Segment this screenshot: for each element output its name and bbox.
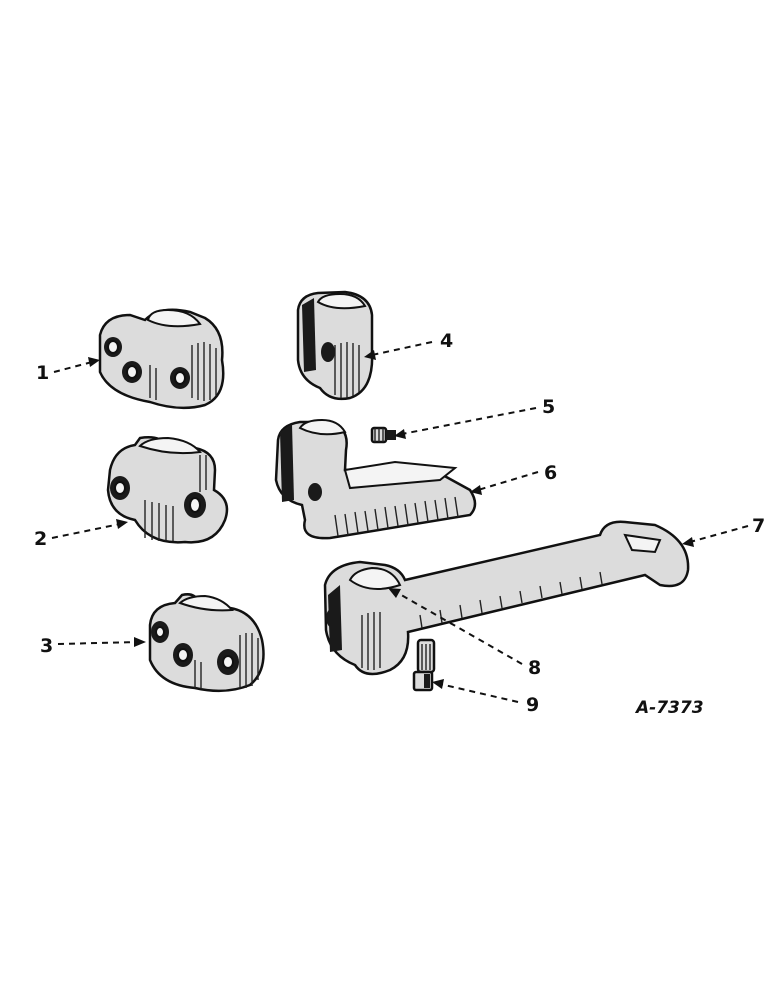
part-2-clamp [106,436,229,544]
leader-line-5 [394,407,537,439]
callout-6: 6 [544,462,557,484]
leader-line-9 [432,679,519,703]
leader-line-6 [470,471,539,495]
leader-line-3 [57,637,146,647]
part-1-clamp [98,308,225,410]
leader-line-1 [53,357,100,373]
callout-4: 4 [440,330,453,352]
part-5-fitting [370,426,396,444]
part-3-clamp [148,593,265,693]
part-4-bearing-cap [296,290,374,401]
leader-line-2 [51,519,128,539]
leader-line-4 [364,341,433,360]
part-6-bracket [274,418,477,540]
leader-line-8 [388,588,523,665]
callout-2: 2 [34,528,47,550]
callout-7: 7 [752,515,765,537]
callout-9: 9 [526,694,539,716]
leader-line-7 [682,525,749,547]
callout-3: 3 [40,635,53,657]
callout-8: 8 [528,657,541,679]
figure-id: A-7373 [634,698,704,718]
callout-1: 1 [36,362,49,384]
callout-5: 5 [542,396,555,418]
part-7-connecting-arm [323,520,690,676]
part-9-pin [412,638,436,692]
